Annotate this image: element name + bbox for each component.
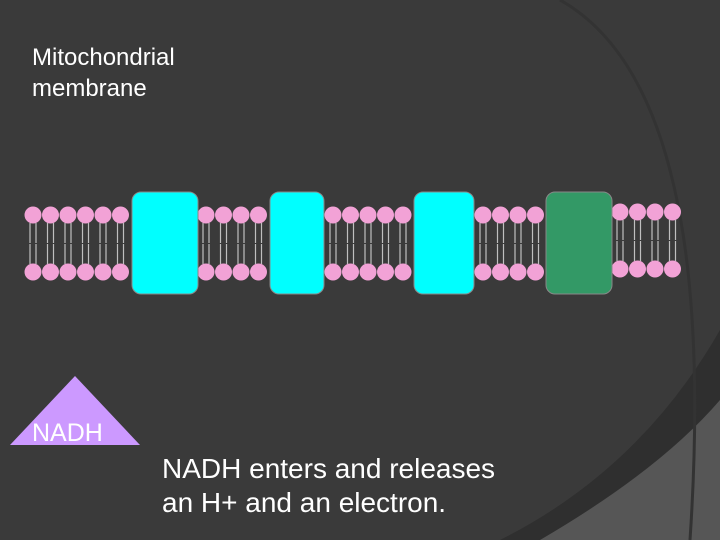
phospholipid-head [474,263,492,281]
phospholipid-head [112,263,129,281]
nadh-label: NADH [32,419,103,447]
phospholipid-head [250,263,267,281]
phospholipid-head [42,206,59,224]
phospholipid-head [527,206,544,224]
phospholipid-head [646,260,664,278]
phospholipid-head [197,263,215,281]
phospholipid-head [215,263,232,281]
phospholipid-head [215,206,232,224]
phospholipid-head [24,263,42,281]
phospholipid-head [664,203,681,221]
phospholipid-head [377,206,394,224]
phospholipid-head [394,263,412,281]
phospholipid-head [59,263,77,281]
phospholipid-head [629,203,646,221]
phospholipid-head [77,263,94,281]
phospholipid-head [42,263,59,281]
slide-caption: NADH enters and releases an H+ and an el… [162,453,496,518]
background-curve-line [559,0,697,540]
membrane-proteins [131,191,613,295]
phospholipid-head [629,260,646,278]
phospholipid-head [664,260,681,278]
phospholipid-head [646,203,664,221]
phospholipid-head [232,263,250,281]
phospholipid-head [24,206,42,224]
phospholipid-head [474,206,492,224]
phospholipid-head [377,263,394,281]
phospholipid-head [59,206,77,224]
phospholipid-head [611,203,629,221]
phospholipid-head [94,263,112,281]
phospholipid-head [77,206,94,224]
phospholipid-head [611,260,629,278]
protein-complex-3 [413,191,475,295]
protein-complex-4 [545,191,613,295]
phospholipid-head [197,206,215,224]
phospholipid-head [492,263,509,281]
phospholipid-head [509,263,527,281]
phospholipid-head [359,206,377,224]
phospholipid-head [394,206,412,224]
nadh-triangle [10,376,140,445]
protein-complex-1 [131,191,199,295]
phospholipid-head [112,206,129,224]
background-swoosh-light [540,400,720,540]
phospholipid-head [509,206,527,224]
protein-complex-2 [269,191,325,295]
phospholipid-head [342,263,359,281]
phospholipid-head [527,263,544,281]
phospholipid-head [250,206,267,224]
phospholipid-head [324,206,342,224]
phospholipid-head [94,206,112,224]
slide-title: Mitochondrial membrane [32,44,175,102]
lipid-bilayer [24,203,681,281]
phospholipid-head [342,206,359,224]
phospholipid-head [492,206,509,224]
phospholipid-head [359,263,377,281]
phospholipid-head [232,206,250,224]
phospholipid-head [324,263,342,281]
